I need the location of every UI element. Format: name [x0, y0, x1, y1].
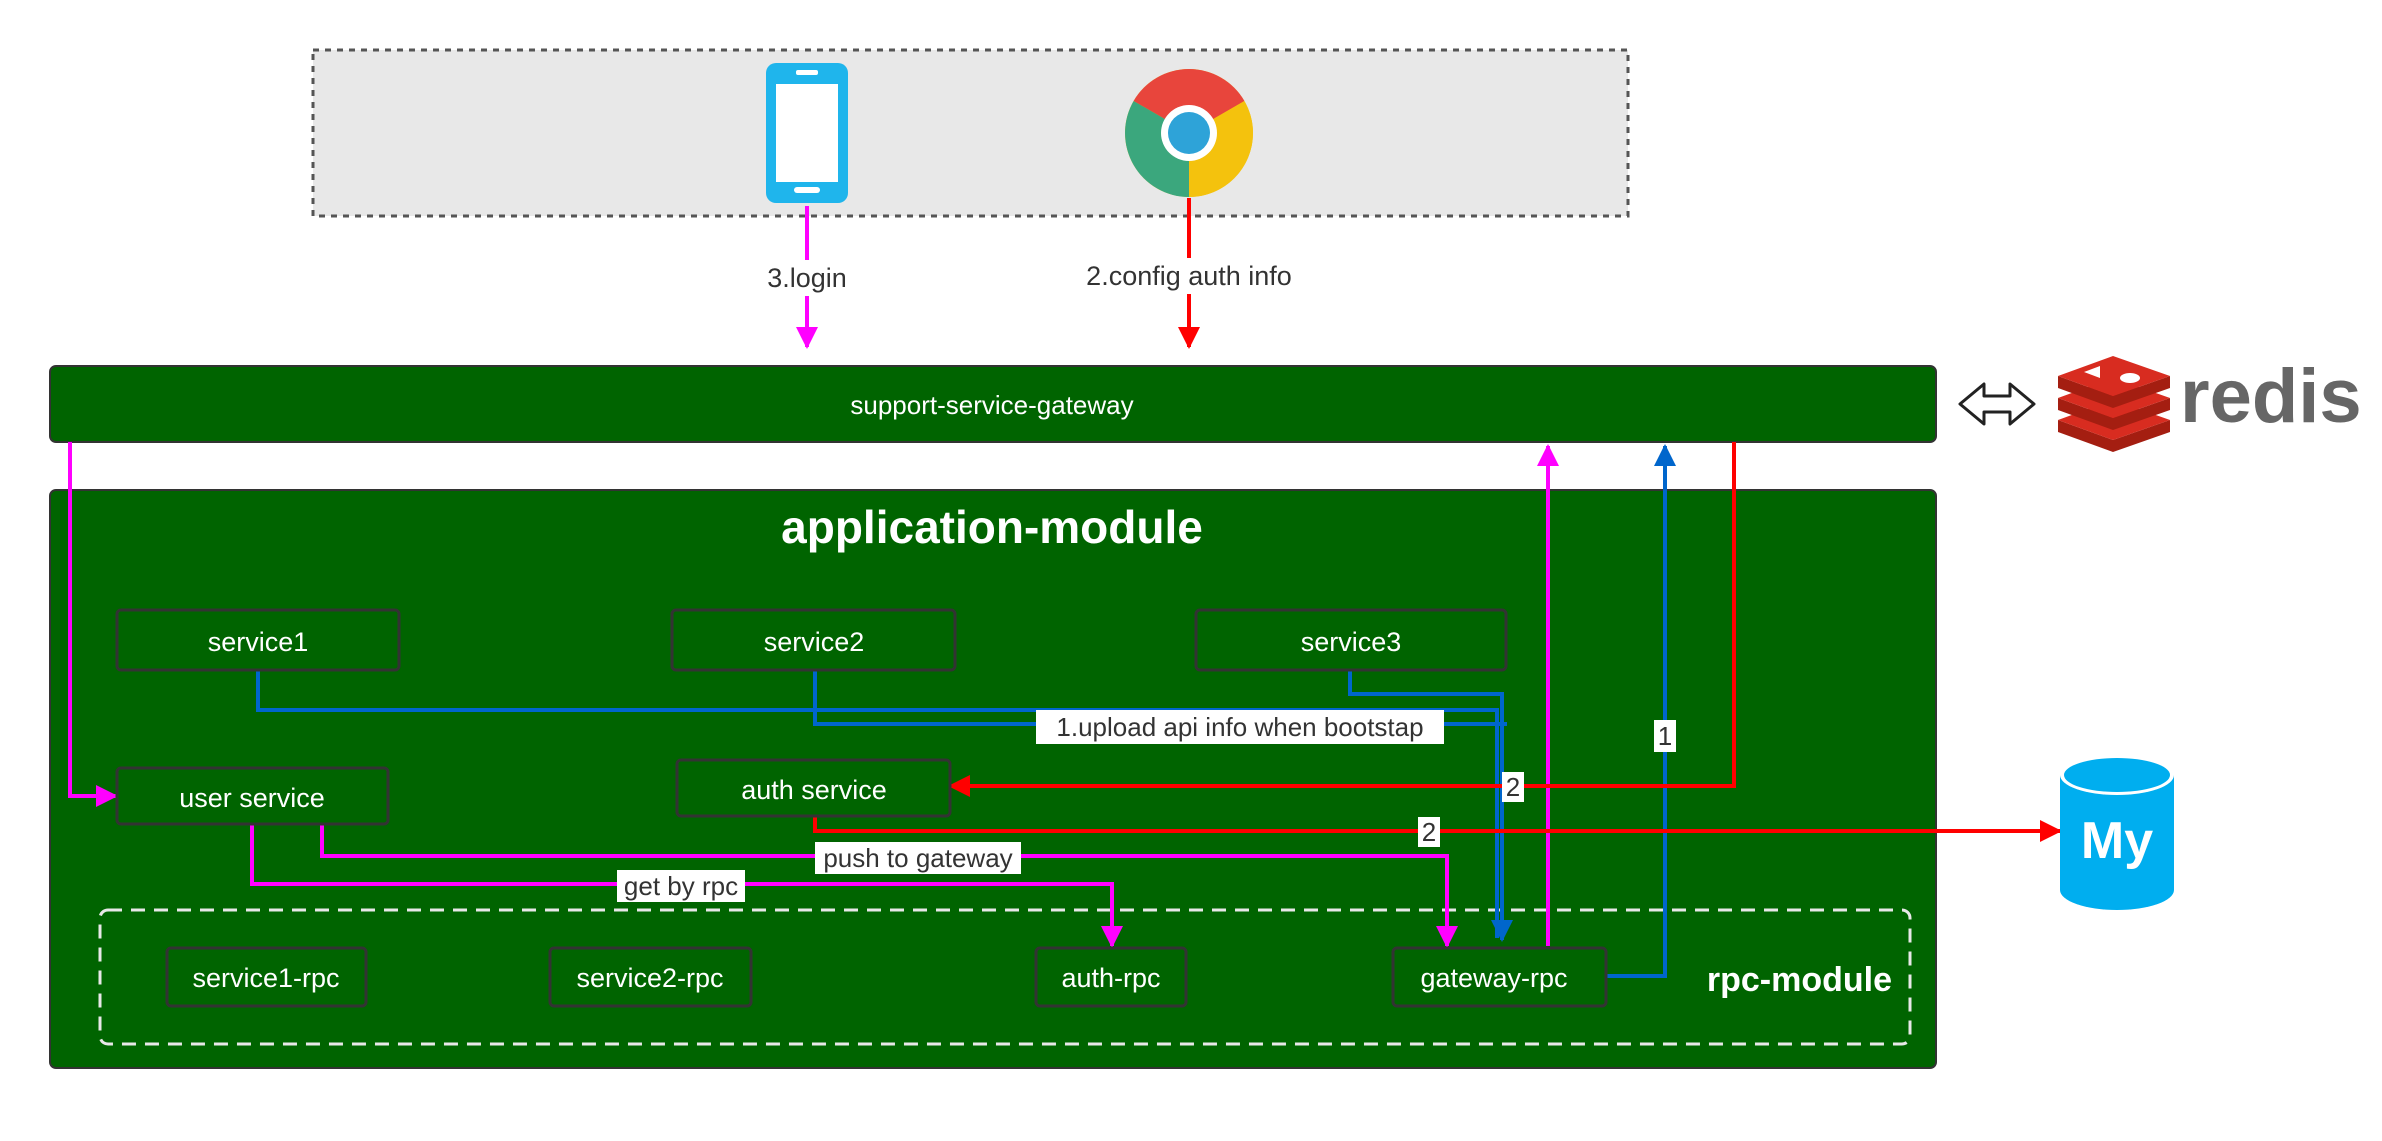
get-by-rpc-label-bg: [617, 870, 745, 902]
service2-box[interactable]: service2: [670, 608, 957, 672]
redis-wordmark: redis: [2180, 354, 2362, 439]
magenta-flow-gateway-to-user: [68, 442, 118, 807]
auth-rpc-box[interactable]: auth-rpc: [1034, 946, 1188, 1008]
user-service-box[interactable]: user service: [115, 766, 390, 826]
rpc-boxes: service1-rpc service2-rpc auth-rpc gatew…: [165, 946, 1608, 1008]
step1-label-bg: [1654, 720, 1676, 752]
rpc-module-frame: [98, 908, 1912, 1046]
login-label-bg: [740, 260, 874, 296]
chrome-browser-icon[interactable]: [1125, 69, 1253, 197]
service1-rpc-box[interactable]: service1-rpc: [165, 946, 368, 1008]
blue-flow-gateway-rpc-up: [1606, 444, 1676, 978]
redis-logo-icon: redis: [2058, 354, 2362, 452]
service1-box[interactable]: service1: [115, 608, 401, 672]
step1-edge-label: 1: [1658, 721, 1672, 751]
service2-rpc-box[interactable]: service2-rpc: [548, 946, 753, 1008]
blue-flow-service3: [1348, 670, 1513, 942]
service1-label: service1: [208, 627, 309, 657]
upload-api-label-bg: [1036, 710, 1444, 744]
flow-lines: [68, 198, 2062, 978]
red-flow-gateway-to-auth: [948, 442, 1736, 797]
application-module-title: application-module: [781, 501, 1203, 553]
user-service-label: user service: [179, 783, 325, 813]
get-by-rpc-edge-label: get by rpc: [624, 871, 738, 901]
login-edge-label: 3.login: [767, 263, 847, 293]
gateway-rpc-box[interactable]: gateway-rpc: [1391, 946, 1608, 1008]
mysql-logo-text: My: [2081, 812, 2153, 870]
step2-auth-edge-label: 2: [1506, 772, 1520, 802]
auth-service-box[interactable]: auth service: [675, 758, 952, 818]
service3-label: service3: [1301, 627, 1402, 657]
red-flow-auth-to-mysql: [813, 814, 2062, 842]
auth-service-label: auth service: [741, 775, 887, 805]
blue-flow-service1: [256, 670, 1499, 938]
push-to-gateway-edge-label: push to gateway: [823, 843, 1012, 873]
config-auth-edge-label: 2.config auth info: [1086, 261, 1292, 291]
edge-labels: 3.login 2.config auth info 1.upload api …: [617, 258, 1676, 902]
upload-api-edge-label: 1.upload api info when bootstap: [1056, 712, 1423, 742]
service-boxes: service1 service2 service3 user service …: [115, 608, 1508, 826]
mobile-phone-icon[interactable]: [766, 63, 848, 203]
step2-mysql-label-bg: [1418, 817, 1440, 847]
service2-label: service2: [764, 627, 865, 657]
step2-auth-label-bg: [1502, 772, 1524, 802]
service2-rpc-label: service2-rpc: [576, 963, 723, 993]
auth-rpc-label: auth-rpc: [1061, 963, 1160, 993]
double-arrow-icon: [1958, 382, 2036, 426]
service3-box[interactable]: service3: [1194, 608, 1508, 672]
mysql-database-icon: My: [2060, 755, 2174, 910]
rpc-module-title: rpc-module: [1707, 961, 1892, 999]
config-auth-label-bg: [1074, 258, 1304, 294]
gateway-label: support-service-gateway: [850, 390, 1133, 420]
step2-mysql-edge-label: 2: [1422, 817, 1436, 847]
client-area-frame: [311, 48, 1630, 218]
service1-rpc-label: service1-rpc: [192, 963, 339, 993]
gateway-rpc-label: gateway-rpc: [1420, 963, 1567, 993]
push-to-gateway-label-bg: [815, 842, 1021, 874]
gateway-bar[interactable]: support-service-gateway: [49, 365, 1937, 443]
rpc-module: rpc-module: [98, 908, 1912, 1046]
client-area: [311, 48, 1630, 218]
